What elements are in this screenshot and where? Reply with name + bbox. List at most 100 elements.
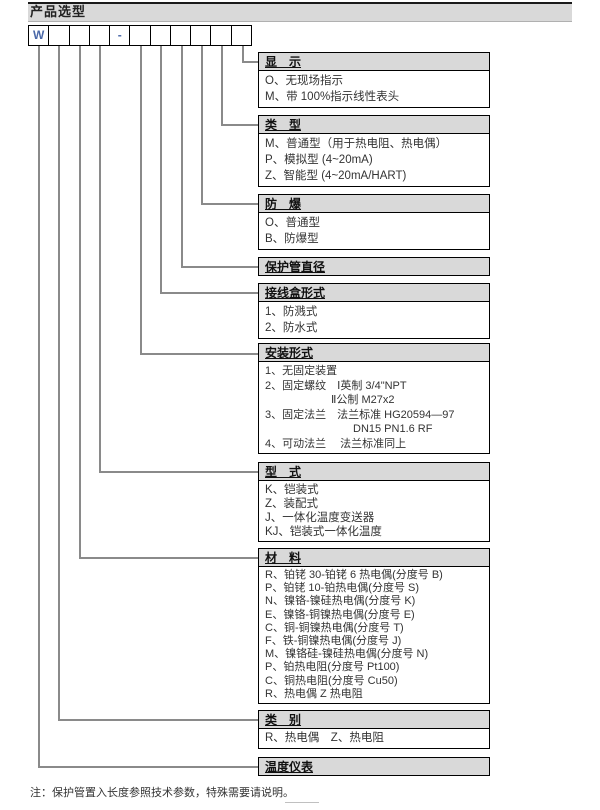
option-item: 1、无固定装置 xyxy=(265,365,338,377)
section-category: 类 别 R、热电偶 Z、热电阻 xyxy=(258,710,490,749)
model-code-cell xyxy=(232,26,251,45)
connector-line-mounting xyxy=(140,46,142,355)
model-code-cell xyxy=(211,26,232,45)
connector-line-explosion xyxy=(201,203,258,205)
title-band xyxy=(28,4,572,22)
footer-note: 注：保护管置入长度参照技术参数，特殊需要请说明。 xyxy=(30,787,294,799)
model-code-cell xyxy=(130,26,151,45)
option-item: P、铂热电阻(分度号 Pt100) xyxy=(265,661,400,674)
section-display-body: O、无现场指示 M、带 100%指示线性表头 xyxy=(258,71,490,108)
section-junction-box-body: 1、防溅式 2、防水式 xyxy=(258,302,490,339)
section-material-header: 材 料 xyxy=(258,548,490,567)
connector-line-material xyxy=(79,46,81,559)
section-title: 型 式 xyxy=(265,465,302,479)
option-item: O、普通型 xyxy=(265,217,320,229)
option-item: N、镍铬-镍硅热电偶(分度号 K) xyxy=(265,595,416,608)
option-item: 4、可动法兰 法兰标准同上 xyxy=(265,437,407,450)
model-code-cell: - xyxy=(110,26,131,45)
option-item: C、铜热电阻(分度号 Cu50) xyxy=(265,674,398,687)
section-title: 类 别 xyxy=(265,713,302,727)
section-explosion-proof-body: O、普通型 B、防爆型 xyxy=(258,213,490,250)
connector-line-type xyxy=(221,124,258,126)
model-code-cell xyxy=(70,26,90,45)
option-item: 2、防水式 xyxy=(265,322,318,334)
section-junction-box-header: 接线盒形式 xyxy=(258,283,490,302)
model-code-row: W - xyxy=(28,25,252,46)
section-form-body: K、铠装式 Z、装配式 J、一体化温度变送器 KJ、铠装式一体化温度 xyxy=(258,481,490,542)
option-item: M、带 100%指示线性表头 xyxy=(265,91,400,103)
option-item: C、铜-铜镍热电偶(分度号 T) xyxy=(265,621,404,634)
option-item: J、一体化温度变送器 xyxy=(265,512,375,524)
section-category-header: 类 别 xyxy=(258,710,490,729)
option-item: 3、固定法兰 法兰标准 HG20594—97 xyxy=(265,408,455,421)
option-item: B、防爆型 xyxy=(265,233,319,245)
connector-line-tube-diameter xyxy=(181,266,258,268)
option-item: 2、固定螺纹 Ⅰ英制 3/4"NPT xyxy=(265,379,407,392)
option-item: R、铂铑 30-铂铑 6 热电偶(分度号 B) xyxy=(265,569,443,581)
model-code-cell xyxy=(49,26,70,45)
connector-line-instrument xyxy=(38,46,40,768)
model-code-cell xyxy=(171,26,192,45)
section-form: 型 式 K、铠装式 Z、装配式 J、一体化温度变送器 KJ、铠装式一体化温度 xyxy=(258,462,490,542)
connector-line-category xyxy=(58,46,60,721)
model-code-cell: W xyxy=(29,26,50,45)
section-tube-diameter: 保护管直径 xyxy=(258,257,490,276)
title-top-rule xyxy=(28,2,572,4)
option-item: O、无现场指示 xyxy=(265,75,343,87)
section-explosion-proof: 防 爆 O、普通型 B、防爆型 xyxy=(258,194,490,250)
section-title: 接线盒形式 xyxy=(265,286,326,300)
section-category-body: R、热电偶 Z、热电阻 xyxy=(258,729,490,749)
connector-line-explosion xyxy=(201,46,203,205)
model-code-cell xyxy=(90,26,111,45)
option-item: M、普通型（用于热电阻、热电偶） xyxy=(265,138,448,150)
page-title: 产品选型 xyxy=(30,4,87,19)
connector-line-display xyxy=(242,46,244,63)
option-item: Z、智能型 (4~20mA/HART) xyxy=(265,170,407,182)
option-item: KJ、铠装式一体化温度 xyxy=(265,526,382,538)
section-instrument: 温度仪表 xyxy=(258,757,490,776)
section-type: 类 型 M、普通型（用于热电阻、热电偶） P、模拟型 (4~20mA) Z、智能… xyxy=(258,115,490,187)
section-explosion-proof-header: 防 爆 xyxy=(258,194,490,213)
connector-line-category xyxy=(58,719,258,721)
connector-line-junction-box xyxy=(160,292,258,294)
section-type-header: 类 型 xyxy=(258,115,490,134)
section-title: 类 型 xyxy=(265,118,302,132)
section-tube-diameter-header: 保护管直径 xyxy=(258,257,490,276)
option-item: M、镍铬硅-镍硅热电偶(分度号 N) xyxy=(265,648,429,661)
section-mounting-body: 1、无固定装置 2、固定螺纹 Ⅰ英制 3/4"NPT Ⅱ公制 M27x2 3、固… xyxy=(258,362,490,454)
section-title: 材 料 xyxy=(265,551,302,565)
option-item: K、铠装式 xyxy=(265,484,319,496)
option-item: R、热电偶 Z 热电阻 xyxy=(265,687,363,700)
connector-line-form xyxy=(99,471,258,473)
option-item: Ⅱ公制 M27x2 xyxy=(265,394,395,406)
model-code-cell xyxy=(191,26,212,45)
connector-line-instrument xyxy=(38,766,258,768)
connector-line-mounting xyxy=(140,353,258,355)
section-mounting: 安装形式 1、无固定装置 2、固定螺纹 Ⅰ英制 3/4"NPT Ⅱ公制 M27x… xyxy=(258,343,490,454)
section-title: 安装形式 xyxy=(265,346,314,360)
section-display-header: 显 示 xyxy=(258,52,490,71)
section-title: 显 示 xyxy=(265,55,302,69)
connector-line-junction-box xyxy=(160,46,162,294)
section-display: 显 示 O、无现场指示 M、带 100%指示线性表头 xyxy=(258,52,490,108)
option-item: P、铂铑 10-铂热电偶(分度号 S) xyxy=(265,582,420,595)
option-item: 1、防溅式 xyxy=(265,306,318,318)
footer-rule xyxy=(285,802,319,803)
section-material: 材 料 R、铂铑 30-铂铑 6 热电偶(分度号 B) P、铂铑 10-铂热电偶… xyxy=(258,548,490,705)
section-mounting-header: 安装形式 xyxy=(258,343,490,362)
option-item: DN15 PN1.6 RF xyxy=(265,423,433,435)
model-code-cell xyxy=(151,26,171,45)
section-title: 保护管直径 xyxy=(265,260,326,274)
connector-line-display xyxy=(242,61,258,63)
option-item: E、镍铬-铜镍热电偶(分度号 E) xyxy=(265,608,415,621)
section-title: 温度仪表 xyxy=(265,760,314,774)
section-material-body: R、铂铑 30-铂铑 6 热电偶(分度号 B) P、铂铑 10-铂热电偶(分度号… xyxy=(258,567,490,705)
option-item: F、铁-铜镍热电偶(分度号 J) xyxy=(265,635,402,648)
option-item: P、模拟型 (4~20mA) xyxy=(265,154,373,166)
option-item: R、热电偶 Z、热电阻 xyxy=(265,732,384,744)
section-instrument-header: 温度仪表 xyxy=(258,757,490,776)
section-junction-box: 接线盒形式 1、防溅式 2、防水式 xyxy=(258,283,490,339)
option-item: Z、装配式 xyxy=(265,498,319,510)
connector-line-tube-diameter xyxy=(181,46,183,268)
section-title: 防 爆 xyxy=(265,197,302,211)
